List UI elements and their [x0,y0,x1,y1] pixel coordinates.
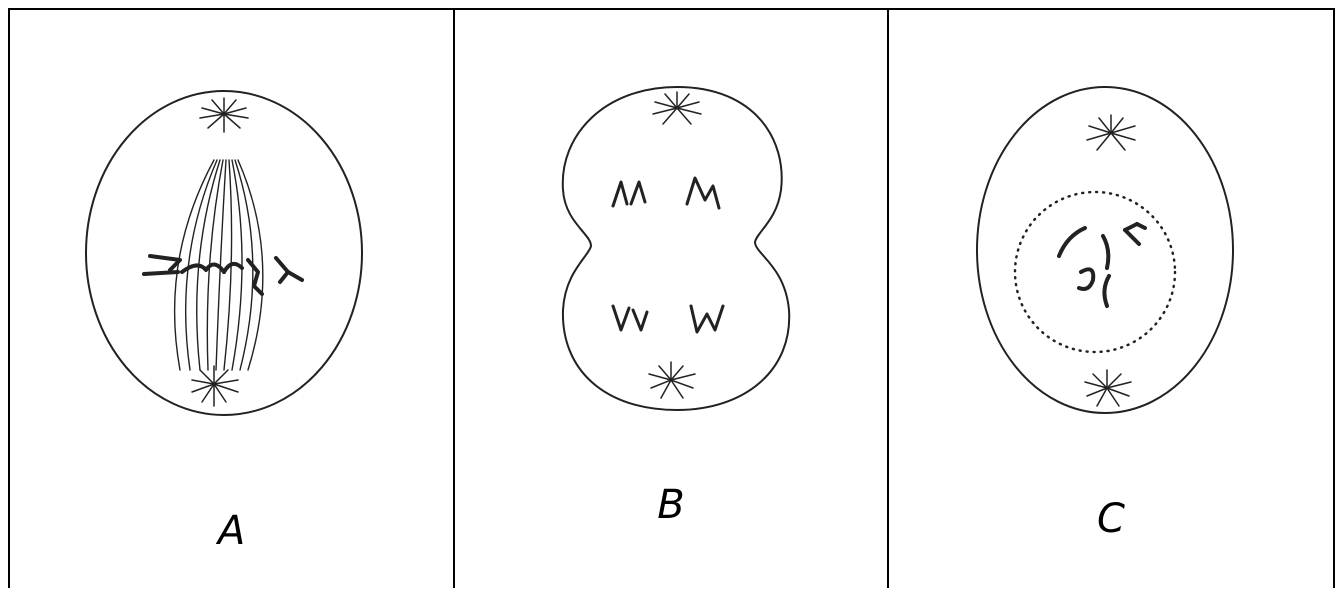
metaphase-cell-icon [10,10,453,590]
top-aster-icon [200,98,248,132]
top-chromosomes-icon [613,178,719,208]
panel-label-a: A [10,508,453,554]
chromosomes-icon [144,256,302,294]
bottom-aster-icon [649,362,695,398]
figure-table: A [8,8,1335,588]
nuclear-membrane-icon [1015,192,1175,352]
panel-c: C [887,10,1333,588]
top-aster-icon [653,92,701,124]
bottom-chromosomes-icon [613,306,723,332]
panel-a: A [10,10,453,588]
bottom-aster-icon [192,366,238,406]
panel-b: B [453,10,887,588]
chromosomes-icon [1059,224,1145,306]
panel-label-c: C [889,496,1333,542]
bottom-aster-icon [1085,370,1131,406]
top-aster-icon [1087,115,1135,150]
panel-label-b: B [455,482,887,528]
